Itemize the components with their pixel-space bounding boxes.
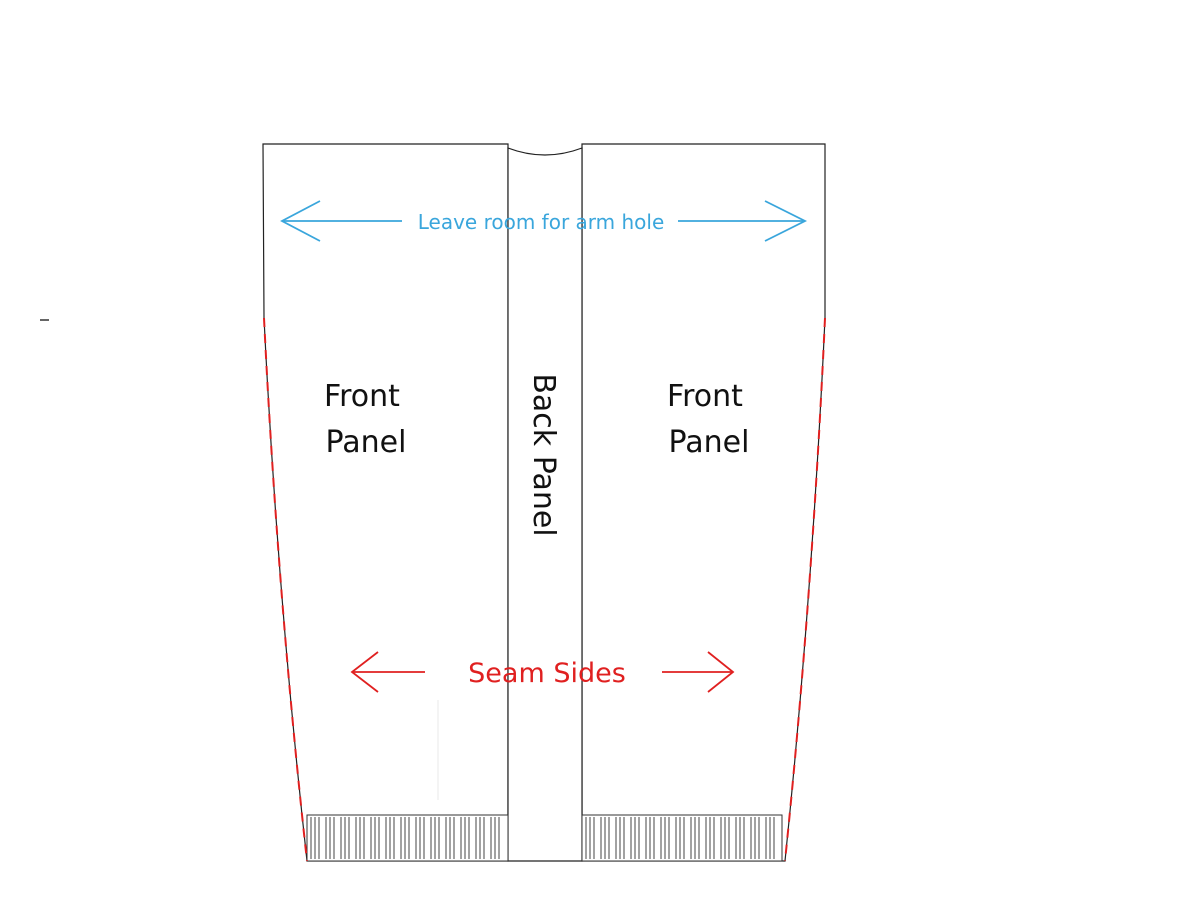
arm-hole-arrow-left — [280, 200, 402, 242]
right-ribbing — [581, 814, 783, 862]
seam-arrow-right — [662, 651, 735, 693]
left-front-label-line2: Panel — [326, 425, 407, 460]
right-seam-dashed — [784, 317, 826, 862]
right-front-panel — [581, 143, 826, 862]
back-panel — [507, 147, 583, 862]
arm-hole-arrow-right — [678, 200, 808, 242]
left-front-label-line1: Front — [324, 379, 400, 414]
seam-arrow-left — [350, 651, 425, 693]
back-panel-label: Back Panel — [526, 373, 561, 536]
left-seam-dashed — [263, 317, 308, 862]
right-front-label-line2: Panel — [669, 425, 750, 460]
right-front-label-line1: Front — [667, 379, 743, 414]
left-ribbing — [306, 814, 509, 862]
arm-hole-note: Leave room for arm hole — [418, 210, 665, 234]
seam-note: Seam Sides — [468, 658, 626, 689]
left-front-panel — [262, 143, 509, 862]
